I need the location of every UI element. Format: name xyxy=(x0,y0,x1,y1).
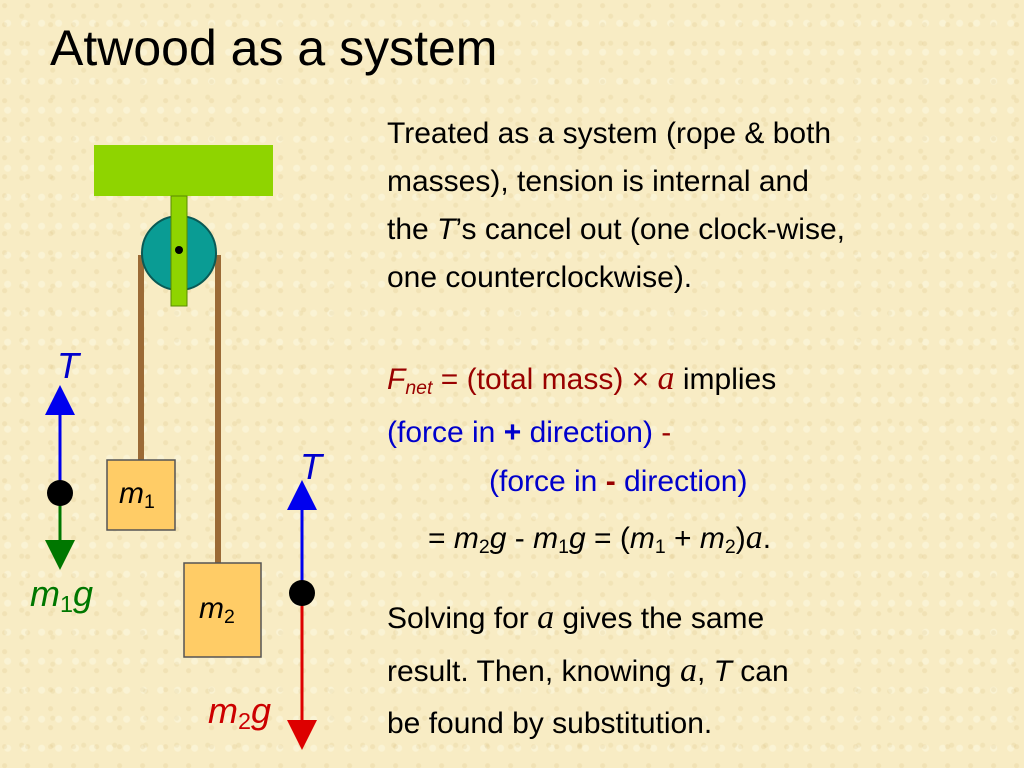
paragraph-1-line-2: masses), tension is internal and xyxy=(387,165,809,198)
left-tension-label: T xyxy=(57,345,79,386)
right-tension-label: T xyxy=(300,446,322,487)
equation-line-1: Fnet = (total mass) × a implies xyxy=(387,360,777,399)
paragraph-1: Treated as a system (rope & both masses)… xyxy=(387,110,845,302)
right-weight-label: m2g xyxy=(208,690,272,734)
equation-line-4: = m2g - m1g = (m1 + m2)a. xyxy=(428,519,772,558)
paragraph-2-line-1: Solving for a gives the same xyxy=(387,599,765,636)
mass2-label: m2 xyxy=(199,592,235,628)
pulley-axle-icon xyxy=(175,246,183,254)
equation-line-3: (force in - direction) xyxy=(489,465,748,498)
paragraph-2: Solving for a gives the same result. The… xyxy=(387,592,789,750)
paragraph-1-line-4: one counterclockwise). xyxy=(387,261,693,294)
equation-line-2: (force in + direction) - xyxy=(387,416,672,449)
left-body-dot xyxy=(47,480,73,506)
page-title: Atwood as a system xyxy=(50,20,498,76)
mass1-label: m1 xyxy=(119,477,155,513)
left-weight-label: m1g xyxy=(30,573,94,617)
paragraph-2-line-2: result. Then, knowing a, T can xyxy=(387,652,789,689)
mass-block-2 xyxy=(183,562,262,658)
paragraph-1-line-1: Treated as a system (rope & both xyxy=(387,117,832,150)
ceiling-support xyxy=(94,145,273,196)
right-body-dot xyxy=(289,580,315,606)
paragraph-1-line-3: the T’s cancel out (one clock-wise, xyxy=(387,213,845,246)
mass-block-1 xyxy=(106,459,176,531)
paragraph-2-line-3: be found by substitution. xyxy=(387,707,713,740)
